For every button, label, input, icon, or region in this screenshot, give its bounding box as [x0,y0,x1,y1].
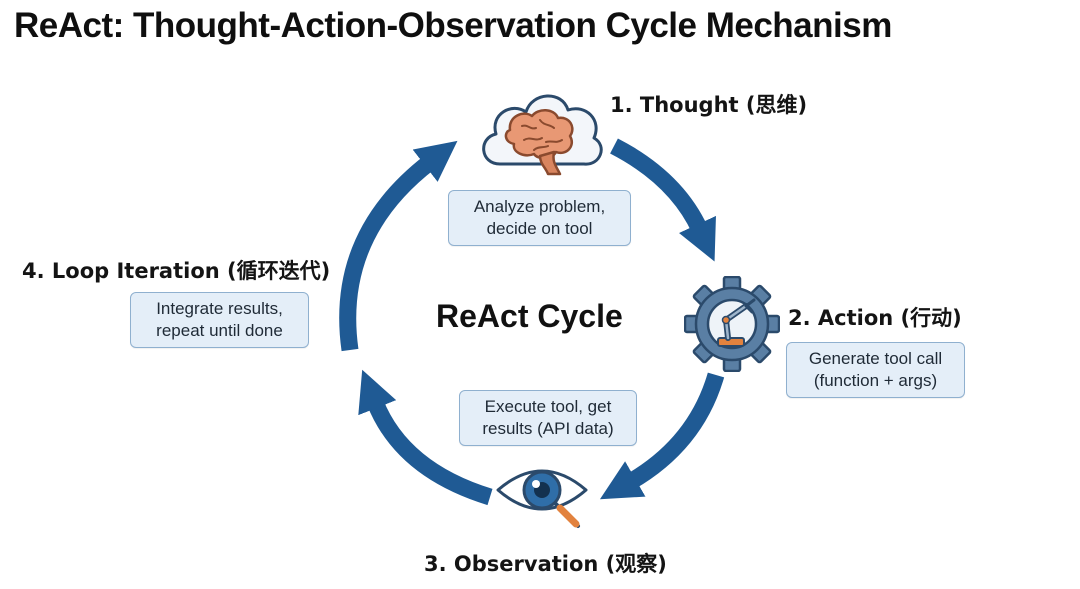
step-loop-line-2: repeat until done [156,321,283,340]
arrow-observation-to-loop [358,369,493,506]
step-thought-line-1: Analyze problem, [473,197,606,216]
step-action-label: 2. Action (行动) [788,306,962,330]
step-observation-label: 3. Observation (观察) [424,552,667,576]
center-label: ReAct Cycle [436,298,623,334]
step-action-description: Generate tool call (function + args) [786,342,965,398]
eye-magnifier-icon [496,469,588,528]
arrow-loop-to-thought [339,140,458,352]
step-loop-label: 4. Loop Iteration (循环迭代) [22,259,331,283]
step-loop-line-1: Integrate results, [156,299,283,318]
arrow-action-to-observation [599,372,725,500]
page-title: ReAct: Thought-Action-Observation Cycle … [14,6,892,45]
step-thought-description: Analyze problem, decide on tool [448,190,631,246]
step-action-line-2: (function + args) [813,371,938,390]
arrow-thought-to-action [610,138,716,262]
step-action-line-1: Generate tool call [808,349,943,368]
brain-cloud-icon [482,94,603,176]
step-observation-line-2: results (API data) [482,419,614,438]
step-thought-label: 1. Thought (思维) [610,93,808,117]
gear-robot-arm-icon [684,276,780,372]
step-observation-description: Execute tool, get results (API data) [459,390,637,446]
step-loop-description: Integrate results, repeat until done [130,292,309,348]
step-observation-line-1: Execute tool, get [484,397,612,416]
step-thought-line-2: decide on tool [486,219,593,238]
